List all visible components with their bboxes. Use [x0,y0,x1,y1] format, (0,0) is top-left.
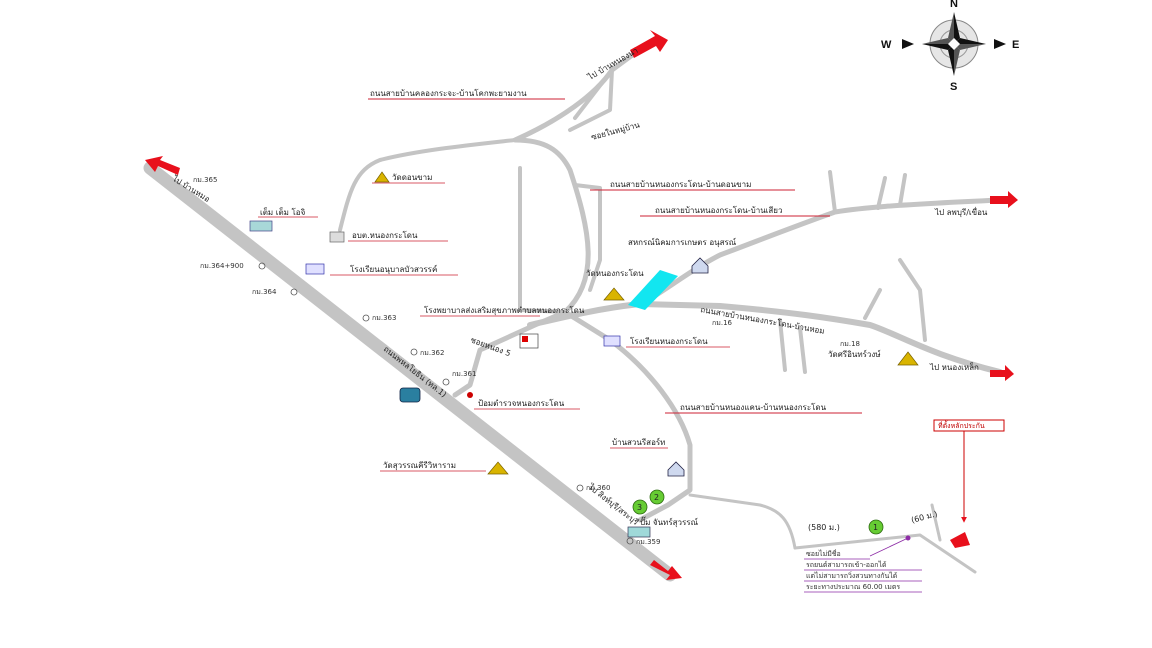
arrow-north [630,30,668,58]
arrow-destination [950,532,970,548]
temple-icon-3 [897,351,919,366]
road-label-r3: ถนนสายบ้านหนองกระโดน-บ้านเสียว [655,205,782,215]
direction-east1-label: ไป ลพบุรี/เขื่อน [934,206,988,217]
place-hospital-line1: โรงพยาบาลส่งเสริมสุขภาพตำบลหนองกระโดน [424,305,585,315]
temple-icon [374,171,390,183]
road-r1-link [518,166,567,314]
km-364900: กม.364+900 [200,262,244,270]
police-icon [467,392,473,398]
arrow-northwest [145,156,180,175]
road-r2 [573,183,602,292]
compass-south: S [950,81,957,93]
road-network [143,39,1003,582]
place-school2: โรงเรียนหนองกระโดน [630,336,708,346]
government-building-icon [329,231,345,243]
temple-icon-2 [603,287,625,301]
places: วัดดอนขาม เต็ม เต็ม โอจิ อบต.หนองกระโดน … [249,171,1005,538]
place-police: ป้อมตำรวจหนองกระโดน [478,398,565,408]
arrow-east-2 [990,365,1014,381]
road-labels: ถนนสายบ้านคลองกระจะ-บ้านโคกพะยามงาน ถนนส… [368,88,862,414]
road-to-highway [452,309,568,398]
place-destination: ที่ตั้งหลักประกัน [938,419,985,430]
km-360: กม.360 [586,484,610,492]
arrow-south [650,560,682,580]
local-km-a: กม.16 [712,319,733,327]
km-364: กม.364 [252,288,277,296]
road-soi [688,493,797,550]
marker-3-label: 3 [637,503,642,512]
note-line-2: รถยนต์สามารถเข้า-ออกได้ [806,560,887,569]
marker-1-label: 1 [873,523,878,532]
compass-east: E [1012,39,1019,51]
gas-shop-icon [627,526,651,538]
marker-2-label: 2 [654,493,659,502]
place-wat4: วัดสุวรรณคีรีวิหาราม [383,461,456,470]
road-r3 [637,197,1003,307]
arrow-east-1 [990,191,1018,208]
road-north-spurs [828,170,907,214]
small-road-label: ซอยในหมู่บ้าน [590,120,641,143]
road-label-r1: ถนนสายบ้านคลองกระจะ-บ้านโคกพะยามงาน [370,88,527,98]
place-shop: เต็ม เต็ม โอจิ [260,207,306,217]
road-label-r5: ถนนสายบ้านหนองแคน-บ้านหนองกระโดน [680,402,827,412]
road-label-r2: ถนนสายบ้านหนองกระโดน-บ้านดอนขาม [610,179,751,189]
road-north [512,39,653,315]
road-south-spurs [778,318,807,374]
temple-icon-4 [487,461,509,475]
local-km-b: กม.18 [840,340,860,348]
access-note: ซอยไม่มีชื่อ รถยนต์สามารถเข้า-ออกได้ แต่… [804,549,922,593]
shop-icon [249,220,273,232]
road-east-spurs [863,258,927,342]
school-icon-2 [603,335,621,347]
pond [628,270,678,310]
place-coop: สหกรณ์นิคมการเกษตร อนุสรณ์ [628,237,737,247]
km-362: กม.362 [420,349,444,357]
school-icon [305,263,325,275]
destination-box [933,419,1005,432]
note-line-3: แต่ไม่สามารถวิ่งสวนทางกันได้ [806,571,897,580]
km-359: กม.359 [636,538,660,546]
marker-1 [868,519,884,535]
highway-road [143,161,677,582]
distance-2: (60 ม.) [910,509,938,525]
km-markers: กม.365 กม.364+900 กม.364 กม.363 กม.362 ก… [193,176,860,546]
gas-station-icon [399,387,421,403]
km-365: กม.365 [193,176,217,184]
distance-1: (580 ม.) [808,523,840,532]
place-obt: อบต.หนองกระโดน [352,230,418,240]
compass-west: W [881,39,892,51]
road-soi-north [930,503,942,542]
direction-arrows [145,30,1018,580]
compass-north: N [950,0,958,10]
road-south [562,309,693,523]
place-gas: ปั๊ม จันทร์สุวรรณ์ [640,516,699,527]
direction-east2-label: ไป หนองเหล็ก [929,362,979,372]
place-wat3: วัดศรีอินทร์วงษ์ [828,349,881,359]
resort-icon [667,461,685,477]
place-resort: บ้านสวนรีสอร์ท [612,437,665,447]
note-line-1: ซอยไม่มีชื่อ [806,549,841,558]
place-school1: โรงเรียนอนุบาลบัวสวรรค์ [350,264,437,274]
note-line-4: ระยะทางประมาณ 60.00 เมตร [806,583,900,591]
road-north-branch [568,68,614,132]
marker-3 [632,499,648,515]
km-363: กม.363 [372,314,396,322]
road-east-main [527,301,1003,375]
compass-rose: N S E W [881,0,1019,93]
marker-2 [649,489,665,505]
road-soi-east [793,533,977,574]
place-wat2: วัดหนองกระโดน [586,268,644,278]
road-west-loop [338,138,517,232]
place-wat1: วัดดอนขาม [392,173,432,182]
km-361: กม.361 [452,370,476,378]
coop-icon [691,257,709,274]
